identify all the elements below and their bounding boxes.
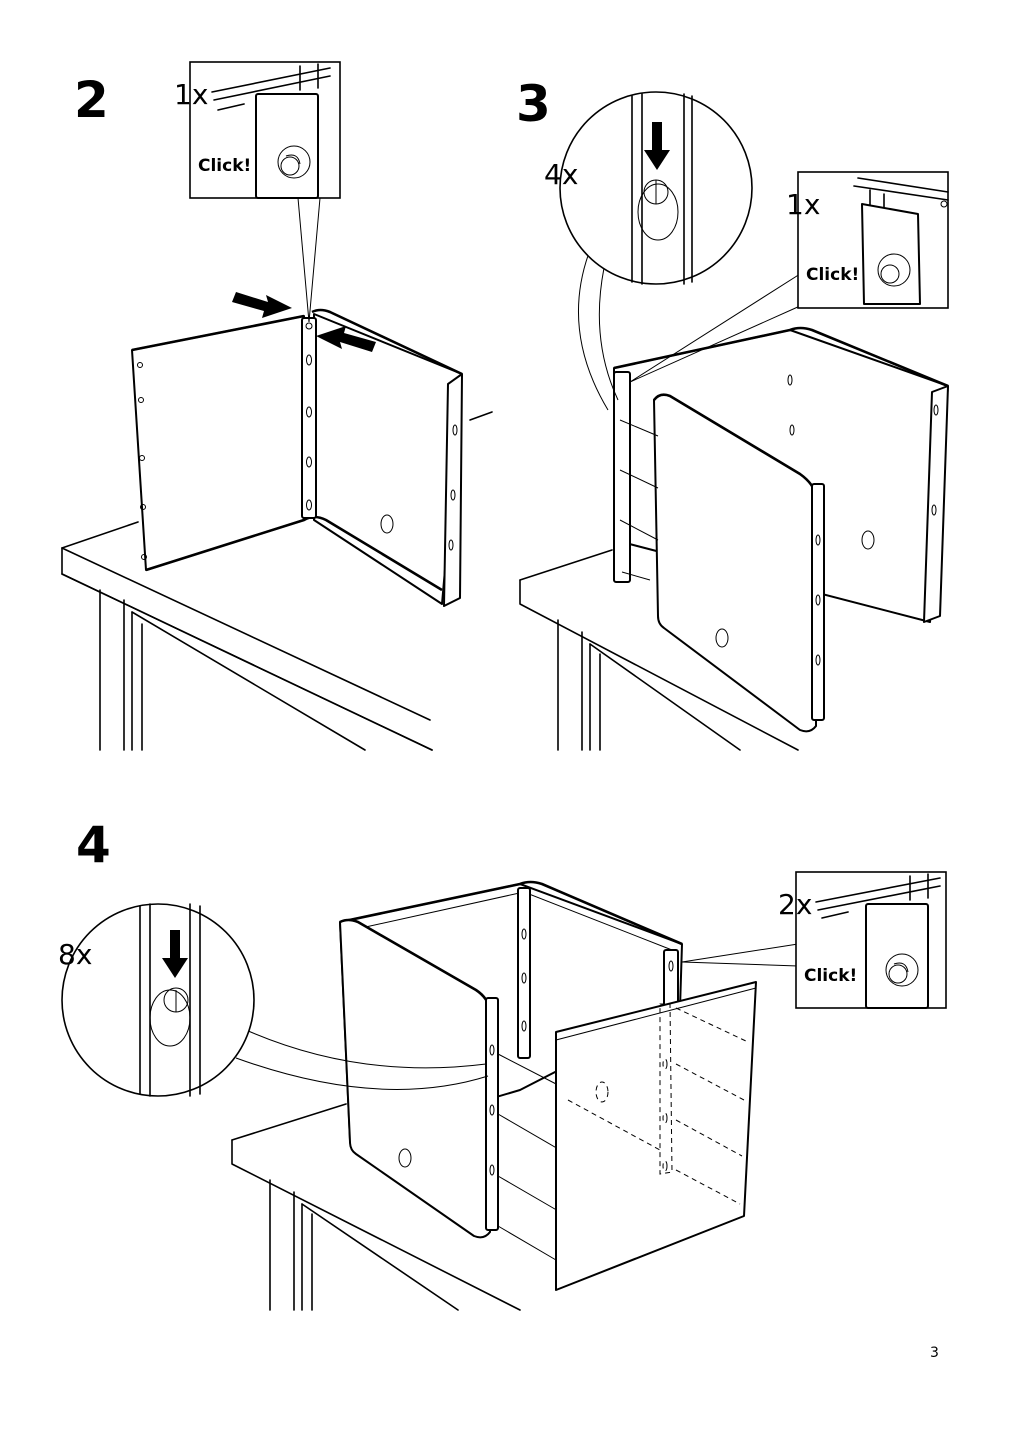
- step-3: 3: [516, 75, 949, 751]
- down-arrow-icon: [162, 930, 188, 978]
- page-number: 3: [930, 1345, 939, 1361]
- quantity-label: 1x: [174, 78, 208, 111]
- step-number: 2: [74, 71, 109, 129]
- quantity-label: 4x: [544, 158, 578, 191]
- push-arrow-icon: [232, 292, 376, 352]
- panel-illustration: [339, 880, 757, 1291]
- click-label: Click!: [806, 265, 859, 285]
- click-callout: 1x Click!: [174, 61, 341, 323]
- down-arrow-icon: [644, 122, 670, 170]
- click-callout: 2x Click!: [681, 871, 947, 1009]
- step-number: 3: [516, 75, 551, 133]
- step-2: 2: [61, 61, 493, 751]
- pin-callout: 4x: [544, 91, 753, 411]
- table-illustration: [519, 549, 799, 751]
- pin-callout: 8x: [58, 903, 489, 1097]
- quantity-label: 8x: [58, 938, 92, 971]
- click-label: Click!: [804, 966, 857, 986]
- table-illustration: [231, 1103, 521, 1311]
- click-label: Click!: [198, 156, 251, 176]
- click-callout: 1x Click!: [629, 171, 949, 383]
- table-illustration: [61, 411, 493, 751]
- step-4: 4: [58, 816, 947, 1311]
- quantity-label: 2x: [778, 888, 812, 921]
- step-number: 4: [76, 816, 111, 874]
- quantity-label: 1x: [786, 188, 820, 221]
- panel-illustration: [613, 326, 949, 733]
- panel-illustration: [131, 308, 463, 607]
